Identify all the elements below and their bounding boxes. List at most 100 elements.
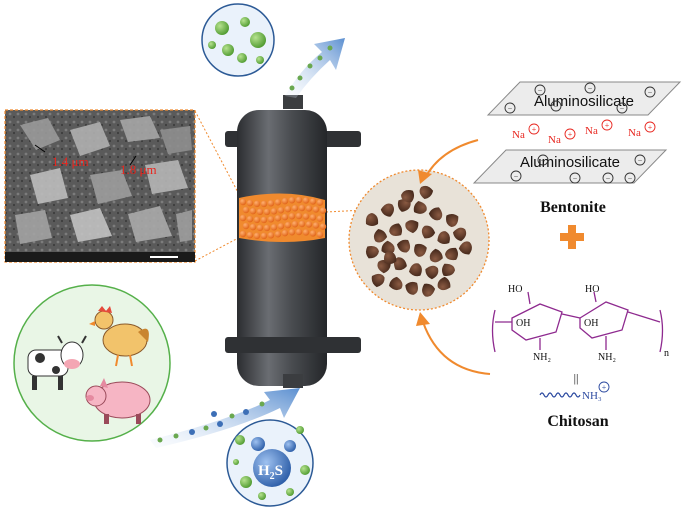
cow-icon (27, 335, 87, 390)
negative-charge-icon (510, 170, 522, 182)
adsorbent-pellet (389, 223, 403, 236)
chitosan-repeat-n: n (664, 348, 669, 359)
adsorbent-bed (239, 193, 327, 242)
negative-charge-symbol: − (573, 174, 578, 183)
adsorbent-bead (288, 197, 296, 204)
adsorbent-bead (274, 199, 282, 206)
adsorbent-pellet (397, 198, 411, 212)
chicken-icon (89, 306, 149, 367)
adsorbent-bead (302, 197, 310, 204)
livestock-source (13, 284, 171, 442)
negative-charge-symbol: − (620, 104, 625, 113)
adsorbent-bead (295, 196, 303, 204)
adsorbent-bead (260, 232, 268, 240)
adsorbent-bead (298, 204, 306, 212)
aluminosilicate-layer-bottom (472, 149, 668, 184)
adsorbent-bead (242, 222, 250, 230)
adsorbent-bead (242, 206, 250, 214)
adsorbent-pellet (401, 190, 415, 203)
negative-charge-symbol: − (648, 88, 653, 97)
adsorbent-bead (260, 200, 268, 208)
adsorbent-pellet (413, 200, 427, 214)
adsorbent-bead (295, 228, 303, 236)
adsorbent-bead (302, 229, 310, 236)
sodium-cations: Na+Na+Na+Na+ (512, 119, 656, 146)
negative-charge-icon (537, 154, 549, 166)
positive-charge-symbol: + (605, 121, 610, 130)
bentonite-title: Bentonite (540, 199, 606, 216)
aluminosilicate-layer-top (486, 81, 682, 116)
h2s-label: H2S (258, 463, 283, 482)
adsorbent-bead (312, 206, 320, 213)
adsorbent-pellet (408, 263, 422, 277)
negative-charge-symbol: − (508, 104, 513, 113)
negative-charge-symbol: − (538, 86, 543, 95)
adsorbent-bead (319, 223, 327, 230)
adsorbent-bead (246, 215, 254, 223)
adsorbent-bead (298, 220, 306, 228)
clean-gas-bubble (201, 3, 275, 77)
combine-plus-icon (560, 225, 584, 249)
adsorbent-pellet (429, 248, 443, 263)
sodium-cation: Na (548, 134, 561, 146)
negative-charge-symbol: − (588, 84, 593, 93)
adsorbent-pellet (422, 283, 436, 297)
adsorbent-pellet (381, 240, 395, 254)
h2s-molecule (253, 449, 291, 487)
sem-label-2: 1.8 μm (120, 162, 157, 177)
sem-micrograph: 1.4 μm 1.8 μm (4, 109, 196, 263)
adsorbent-pellet (421, 225, 436, 239)
sem-pointer-1 (34, 144, 46, 153)
sodium-cation: Na (512, 129, 525, 141)
adsorbent-pellet (393, 257, 407, 271)
aluminosilicate-label-top: Aluminosilicate (534, 93, 634, 110)
negative-charge-symbol: − (554, 102, 559, 111)
bentonite-structure: Aluminosilicate Aluminosilicate −−−−−−−−… (472, 81, 682, 216)
adsorbent-bead (249, 207, 257, 215)
outlet-arrow (285, 38, 345, 98)
positive-charge-icon (601, 119, 613, 131)
adsorbent-bead (246, 231, 254, 239)
adsorbent-bead (253, 200, 261, 208)
adsorbent-bead (302, 213, 310, 220)
adsorbent-bead (291, 221, 299, 228)
adsorbent-bead (249, 223, 257, 231)
adsorbent-pellet (405, 220, 419, 234)
adsorbent-pellet (445, 247, 458, 261)
positive-charge-symbol: + (532, 125, 537, 134)
adsorbent-bead (263, 208, 271, 216)
adsorbent-bead (291, 205, 299, 212)
negative-charge-icon (602, 172, 614, 184)
adsorbent-bead (295, 212, 303, 220)
chitosan-title: Chitosan (547, 413, 608, 430)
adsorbent-pellet (452, 227, 467, 242)
adsorbent-pellet (446, 214, 459, 227)
chitosan-structure (491, 291, 664, 353)
positive-charge-icon (644, 121, 656, 133)
adsorbent-pellet (458, 241, 472, 255)
negative-charge-icon (644, 86, 656, 98)
chitosan-ho-1: HO (508, 284, 522, 295)
adsorbent-bead (274, 215, 282, 222)
adsorbent-pellet (366, 245, 379, 259)
positive-charge-symbol: + (568, 130, 573, 139)
negative-charges: −−−−−−−−−−−− (504, 82, 656, 184)
adsorbent-bead (316, 231, 324, 238)
adsorbent-bead (270, 208, 278, 215)
sodium-cation: Na (628, 127, 641, 139)
adsorption-column (225, 95, 361, 388)
adsorbent-bead (239, 214, 247, 222)
adsorbent-bead (260, 216, 268, 224)
positive-charge-icon (528, 123, 540, 135)
chitosan-ho-2: HO (585, 284, 599, 295)
adsorbent-bead (270, 224, 278, 231)
adsorbent-pellet (365, 213, 379, 226)
chitosan-nh2-2: NH₂ (598, 352, 616, 363)
sem-pointer-2 (129, 155, 137, 166)
ammonium-charge: + (602, 383, 607, 392)
adsorbent-bead (239, 198, 247, 206)
adsorbent-bead (253, 232, 261, 240)
negative-charge-symbol: − (514, 172, 519, 181)
adsorbent-bead (309, 230, 317, 237)
adsorbent-pellet (383, 251, 397, 265)
